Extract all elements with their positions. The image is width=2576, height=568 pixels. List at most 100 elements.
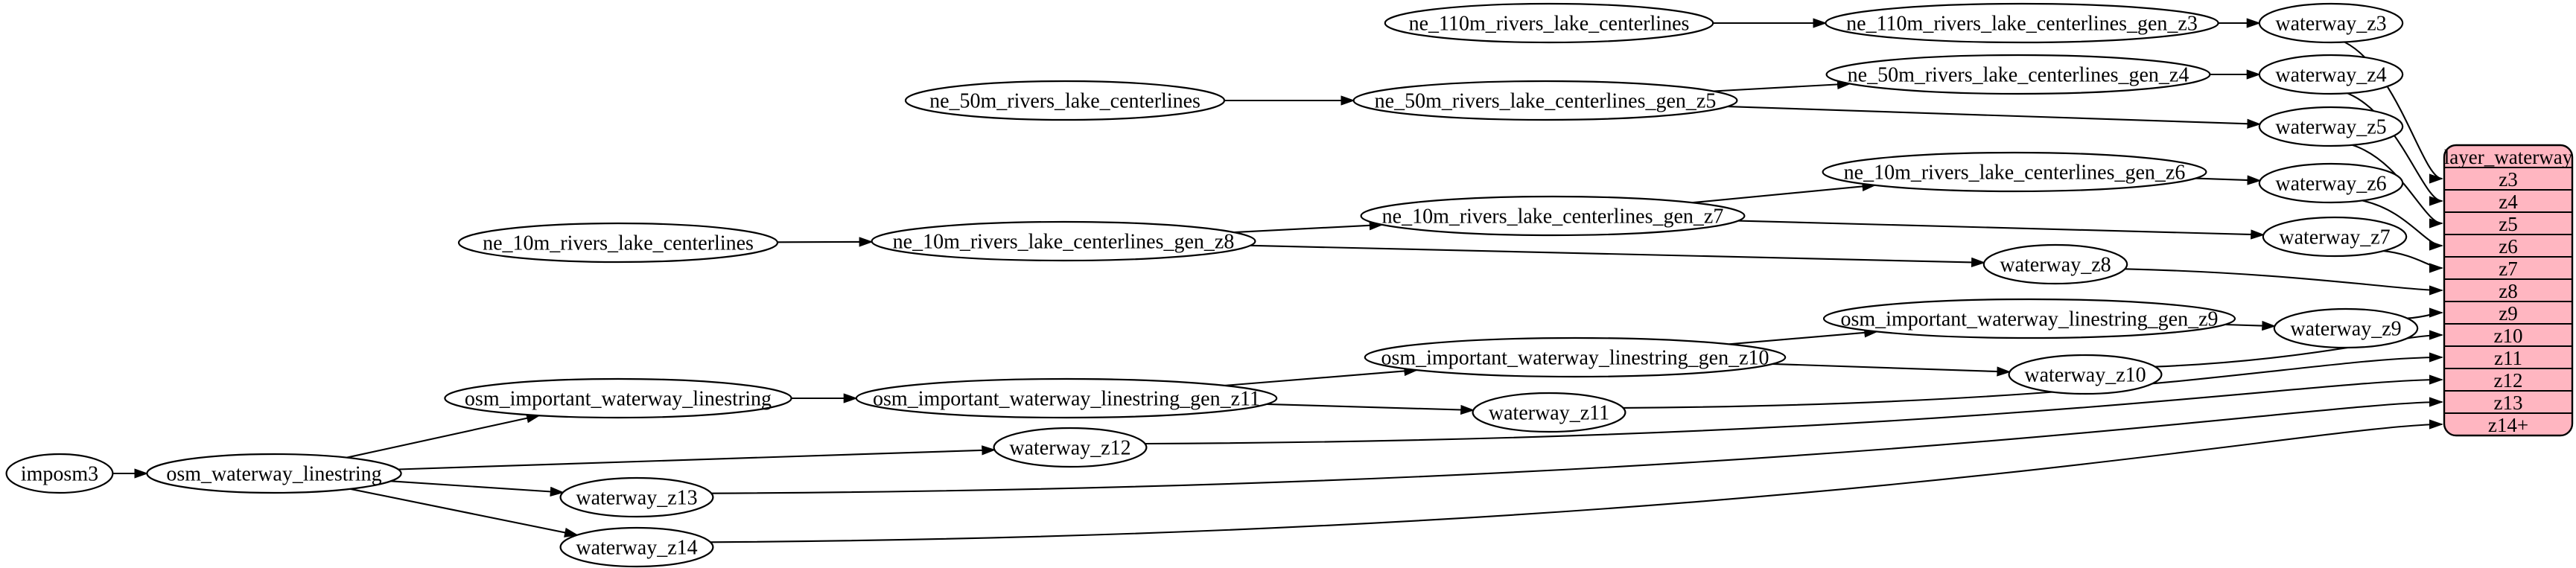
node-label-ne_10m_rivers_lake_centerlines_gen_z7: ne_10m_rivers_lake_centerlines_gen_z7 [1382,205,1724,229]
node-ellipse [1825,2,2219,44]
node-label-waterway_z9: waterway_z9 [2290,318,2401,341]
node-osm_important_waterway_linestring_gen_z11: osm_important_waterway_linestring_gen_z1… [855,377,1278,419]
edge-ne_10m_rivers_lake_centerlines_gen_z7-to-waterway_z7 [1737,220,2265,240]
node-ellipse [904,80,1226,121]
node-label-osm_waterway_linestring: osm_waterway_linestring [166,463,381,486]
node-ellipse [2008,354,2163,395]
node-waterway_z13: waterway_z13 [559,476,714,518]
node-ellipse [871,220,1256,262]
node-label-waterway_z12: waterway_z12 [1009,437,1130,460]
node-waterway_z12: waterway_z12 [993,427,1148,468]
node-waterway_z5: waterway_z5 [2258,106,2404,147]
node-osm_waterway_linestring: osm_waterway_linestring [146,453,402,494]
node-label-waterway_z8: waterway_z8 [2000,254,2111,277]
node-ellipse [444,377,792,419]
node-osm_important_waterway_linestring_gen_z9: osm_important_waterway_linestring_gen_z9 [1822,298,2236,339]
edge-ne_10m_rivers_lake_centerlines_gen_z7-to-ne_10m_rivers_lake_centerlines_gen_z6 [1692,181,1877,204]
table-row-z12: z12 [2494,369,2523,392]
edge-osm_important_waterway_linestring_gen_z10-to-osm_important_waterway_linestring_gen_z9 [1729,328,1879,345]
node-ne_110m_rivers_lake_centerlines: ne_110m_rivers_lake_centerlines [1384,2,1714,44]
node-label-ne_10m_rivers_lake_centerlines_gen_z8: ne_10m_rivers_lake_centerlines_gen_z8 [893,231,1235,254]
table-row-z10: z10 [2494,325,2523,347]
node-ne_50m_rivers_lake_centerlines_gen_z4: ne_50m_rivers_lake_centerlines_gen_z4 [1825,54,2211,95]
node-ellipse [457,222,779,264]
node-waterway_z6: waterway_z6 [2258,162,2404,204]
table-row-z4: z4 [2499,191,2518,213]
node-waterway_z3: waterway_z3 [2258,2,2404,44]
node-label-waterway_z5: waterway_z5 [2275,116,2386,139]
node-ne_10m_rivers_lake_centerlines_gen_z7: ne_10m_rivers_lake_centerlines_gen_z7 [1360,195,1746,237]
edges-layer [112,18,2443,543]
nodes-layer: imposm3 osm_waterway_linestring osm_import… [5,2,2419,568]
edge-osm_waterway_linestring-to-osm_important_waterway_linestring [346,413,541,459]
node-ne_110m_rivers_lake_centerlines_gen_z3: ne_110m_rivers_lake_centerlines_gen_z3 [1825,2,2219,44]
edge-waterway_z13-to-layer_waterway-z13 [711,397,2443,494]
edge-ne_10m_rivers_lake_centerlines_gen_z8-to-ne_10m_rivers_lake_centerlines_gen_z7 [1234,220,1384,234]
node-ellipse [1364,336,1787,378]
node-ellipse [993,427,1148,468]
node-ellipse [559,476,714,518]
node-label-osm_important_waterway_linestring_gen_z9: osm_important_waterway_linestring_gen_z9 [1841,308,2219,331]
node-ellipse [2262,216,2408,258]
edge-waterway_z7-to-layer_waterway-z7 [2383,250,2443,273]
edge-osm_important_waterway_linestring_gen_z10-to-waterway_z10 [1772,363,2011,377]
node-label-ne_110m_rivers_lake_centerlines_gen_z3: ne_110m_rivers_lake_centerlines_gen_z3 [1846,13,2198,36]
node-ellipse [2258,54,2404,95]
table-outline [2443,144,2574,437]
table-layer: layer_waterwayz3z4z5z6z7z8z9z10z11z12z13… [2443,144,2574,437]
table-title: layer_waterway [2444,146,2573,168]
edge-waterway_z11-to-layer_waterway-z11 [1623,352,2443,409]
node-label-waterway_z6: waterway_z6 [2275,173,2386,196]
edge-osm_important_waterway_linestring_gen_z11-to-waterway_z11 [1266,403,1475,415]
edge-osm_important_waterway_linestring_gen_z9-to-waterway_z9 [2224,320,2277,331]
node-ne_50m_rivers_lake_centerlines: ne_50m_rivers_lake_centerlines [904,80,1226,121]
node-ellipse [1360,195,1746,237]
table-row-z6: z6 [2499,235,2517,258]
node-ellipse [1472,392,1626,433]
table-row-z13: z13 [2494,392,2523,414]
node-label-waterway_z10: waterway_z10 [2024,364,2146,387]
node-label-ne_50m_rivers_lake_centerlines_gen_z5: ne_50m_rivers_lake_centerlines_gen_z5 [1375,90,1717,113]
edge-waterway_z9-to-layer_waterway-z9 [2407,307,2443,319]
node-ellipse [559,526,714,568]
edge-osm_waterway_linestring-to-waterway_z13 [390,480,565,497]
node-label-ne_10m_rivers_lake_centerlines: ne_10m_rivers_lake_centerlines [483,232,754,255]
node-ellipse [2258,162,2404,204]
edge-osm_waterway_linestring-to-waterway_z12 [398,445,996,470]
node-label-ne_50m_rivers_lake_centerlines: ne_50m_rivers_lake_centerlines [929,90,1200,113]
table-row-z3: z3 [2499,168,2517,191]
table-row-z9: z9 [2499,302,2517,325]
node-ellipse [1822,151,2207,193]
node-ellipse [1822,298,2236,339]
node-osm_important_waterway_linestring: osm_important_waterway_linestring [444,377,792,419]
node-label-waterway_z4: waterway_z4 [2275,64,2386,87]
node-ellipse [1352,80,1738,121]
edge-ne_50m_rivers_lake_centerlines_gen_z5-to-waterway_z5 [1727,106,2262,129]
table-row-z5: z5 [2499,213,2517,235]
node-waterway_z11: waterway_z11 [1472,392,1626,433]
layer-waterway-table: layer_waterwayz3z4z5z6z7z8z9z10z11z12z13… [2443,144,2574,437]
node-ellipse [2258,106,2404,147]
node-ellipse [1384,2,1714,44]
node-waterway_z14: waterway_z14 [559,526,714,568]
node-ne_10m_rivers_lake_centerlines_gen_z6: ne_10m_rivers_lake_centerlines_gen_z6 [1822,151,2207,193]
edge-waterway_z14-to-layer_waterway-z14+ [710,419,2443,543]
table-row-z14+: z14+ [2488,414,2528,436]
edge-ne_50m_rivers_lake_centerlines_gen_z5-to-ne_50m_rivers_lake_centerlines_gen_z4 [1713,79,1851,92]
edge-waterway_z4-to-layer_waterway-z4 [2347,92,2443,206]
table-row-z8: z8 [2499,280,2517,302]
node-ne_50m_rivers_lake_centerlines_gen_z5: ne_50m_rivers_lake_centerlines_gen_z5 [1352,80,1738,121]
node-imposm3: imposm3 [5,453,114,494]
edge-waterway_z5-to-layer_waterway-z5 [2352,144,2443,229]
edge-waterway_z12-to-layer_waterway-z12 [1145,374,2443,445]
node-ellipse [1825,54,2211,95]
node-ne_10m_rivers_lake_centerlines_gen_z8: ne_10m_rivers_lake_centerlines_gen_z8 [871,220,1256,262]
node-label-imposm3: imposm3 [21,463,98,486]
edge-waterway_z3-to-layer_waterway-z3 [2344,41,2443,184]
edge-osm_waterway_linestring-to-waterway_z14 [350,488,579,537]
node-ellipse [146,453,402,494]
edge-ne_10m_rivers_lake_centerlines_gen_z6-to-waterway_z6 [2195,175,2262,185]
node-waterway_z7: waterway_z7 [2262,216,2408,258]
